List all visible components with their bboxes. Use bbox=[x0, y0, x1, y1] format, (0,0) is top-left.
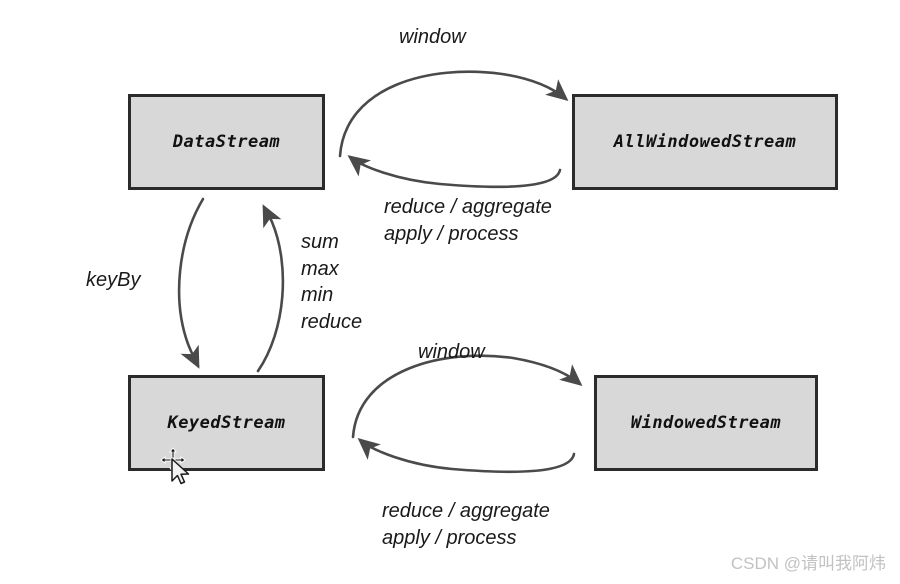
edge-label-line: keyBy bbox=[86, 269, 141, 291]
node-windowedstream[interactable]: WindowedStream bbox=[594, 375, 818, 471]
edge-aggregations bbox=[256, 204, 285, 373]
edge-label-window-top: window bbox=[399, 24, 466, 50]
edge-window-top bbox=[338, 70, 569, 158]
edge-label-line: min bbox=[301, 284, 334, 307]
edge-label-line: max bbox=[301, 257, 339, 280]
edge-label-line: reduce / aggregate bbox=[384, 196, 552, 218]
edge-label-keyby: keyBy bbox=[86, 267, 140, 293]
node-datastream-label: DataStream bbox=[172, 132, 281, 152]
edge-label-line: reduce bbox=[301, 310, 363, 333]
edge-label-line: window bbox=[399, 26, 466, 48]
edge-reduce-bottom bbox=[357, 437, 576, 474]
edge-reduce-top bbox=[347, 155, 562, 189]
node-keyedstream-label: KeyedStream bbox=[167, 413, 286, 433]
edge-keyby bbox=[177, 197, 205, 369]
edge-label-line: apply / process bbox=[384, 222, 519, 245]
node-datastream[interactable]: DataStream bbox=[128, 94, 325, 190]
csdn-watermark: CSDN @请叫我阿炜 bbox=[730, 554, 886, 573]
edge-label-aggregations: sum max min reduce bbox=[301, 229, 362, 335]
node-keyedstream[interactable]: KeyedStream bbox=[128, 375, 325, 471]
edge-label-line: apply / process bbox=[382, 526, 517, 549]
node-windowedstream-label: WindowedStream bbox=[630, 413, 782, 433]
edge-label-reduce-top: reduce / aggregate apply / process bbox=[384, 194, 552, 247]
node-allwindowedstream-label: AllWindowedStream bbox=[613, 132, 797, 152]
edge-label-line: reduce / aggregate bbox=[382, 500, 550, 522]
edge-label-window-bottom: window bbox=[418, 339, 485, 365]
edge-label-reduce-bottom: reduce / aggregate apply / process bbox=[382, 498, 550, 551]
edge-label-line: window bbox=[418, 341, 485, 363]
edge-label-line: sum bbox=[301, 231, 339, 253]
node-allwindowedstream[interactable]: AllWindowedStream bbox=[572, 94, 838, 190]
edge-window-bottom bbox=[351, 354, 583, 439]
